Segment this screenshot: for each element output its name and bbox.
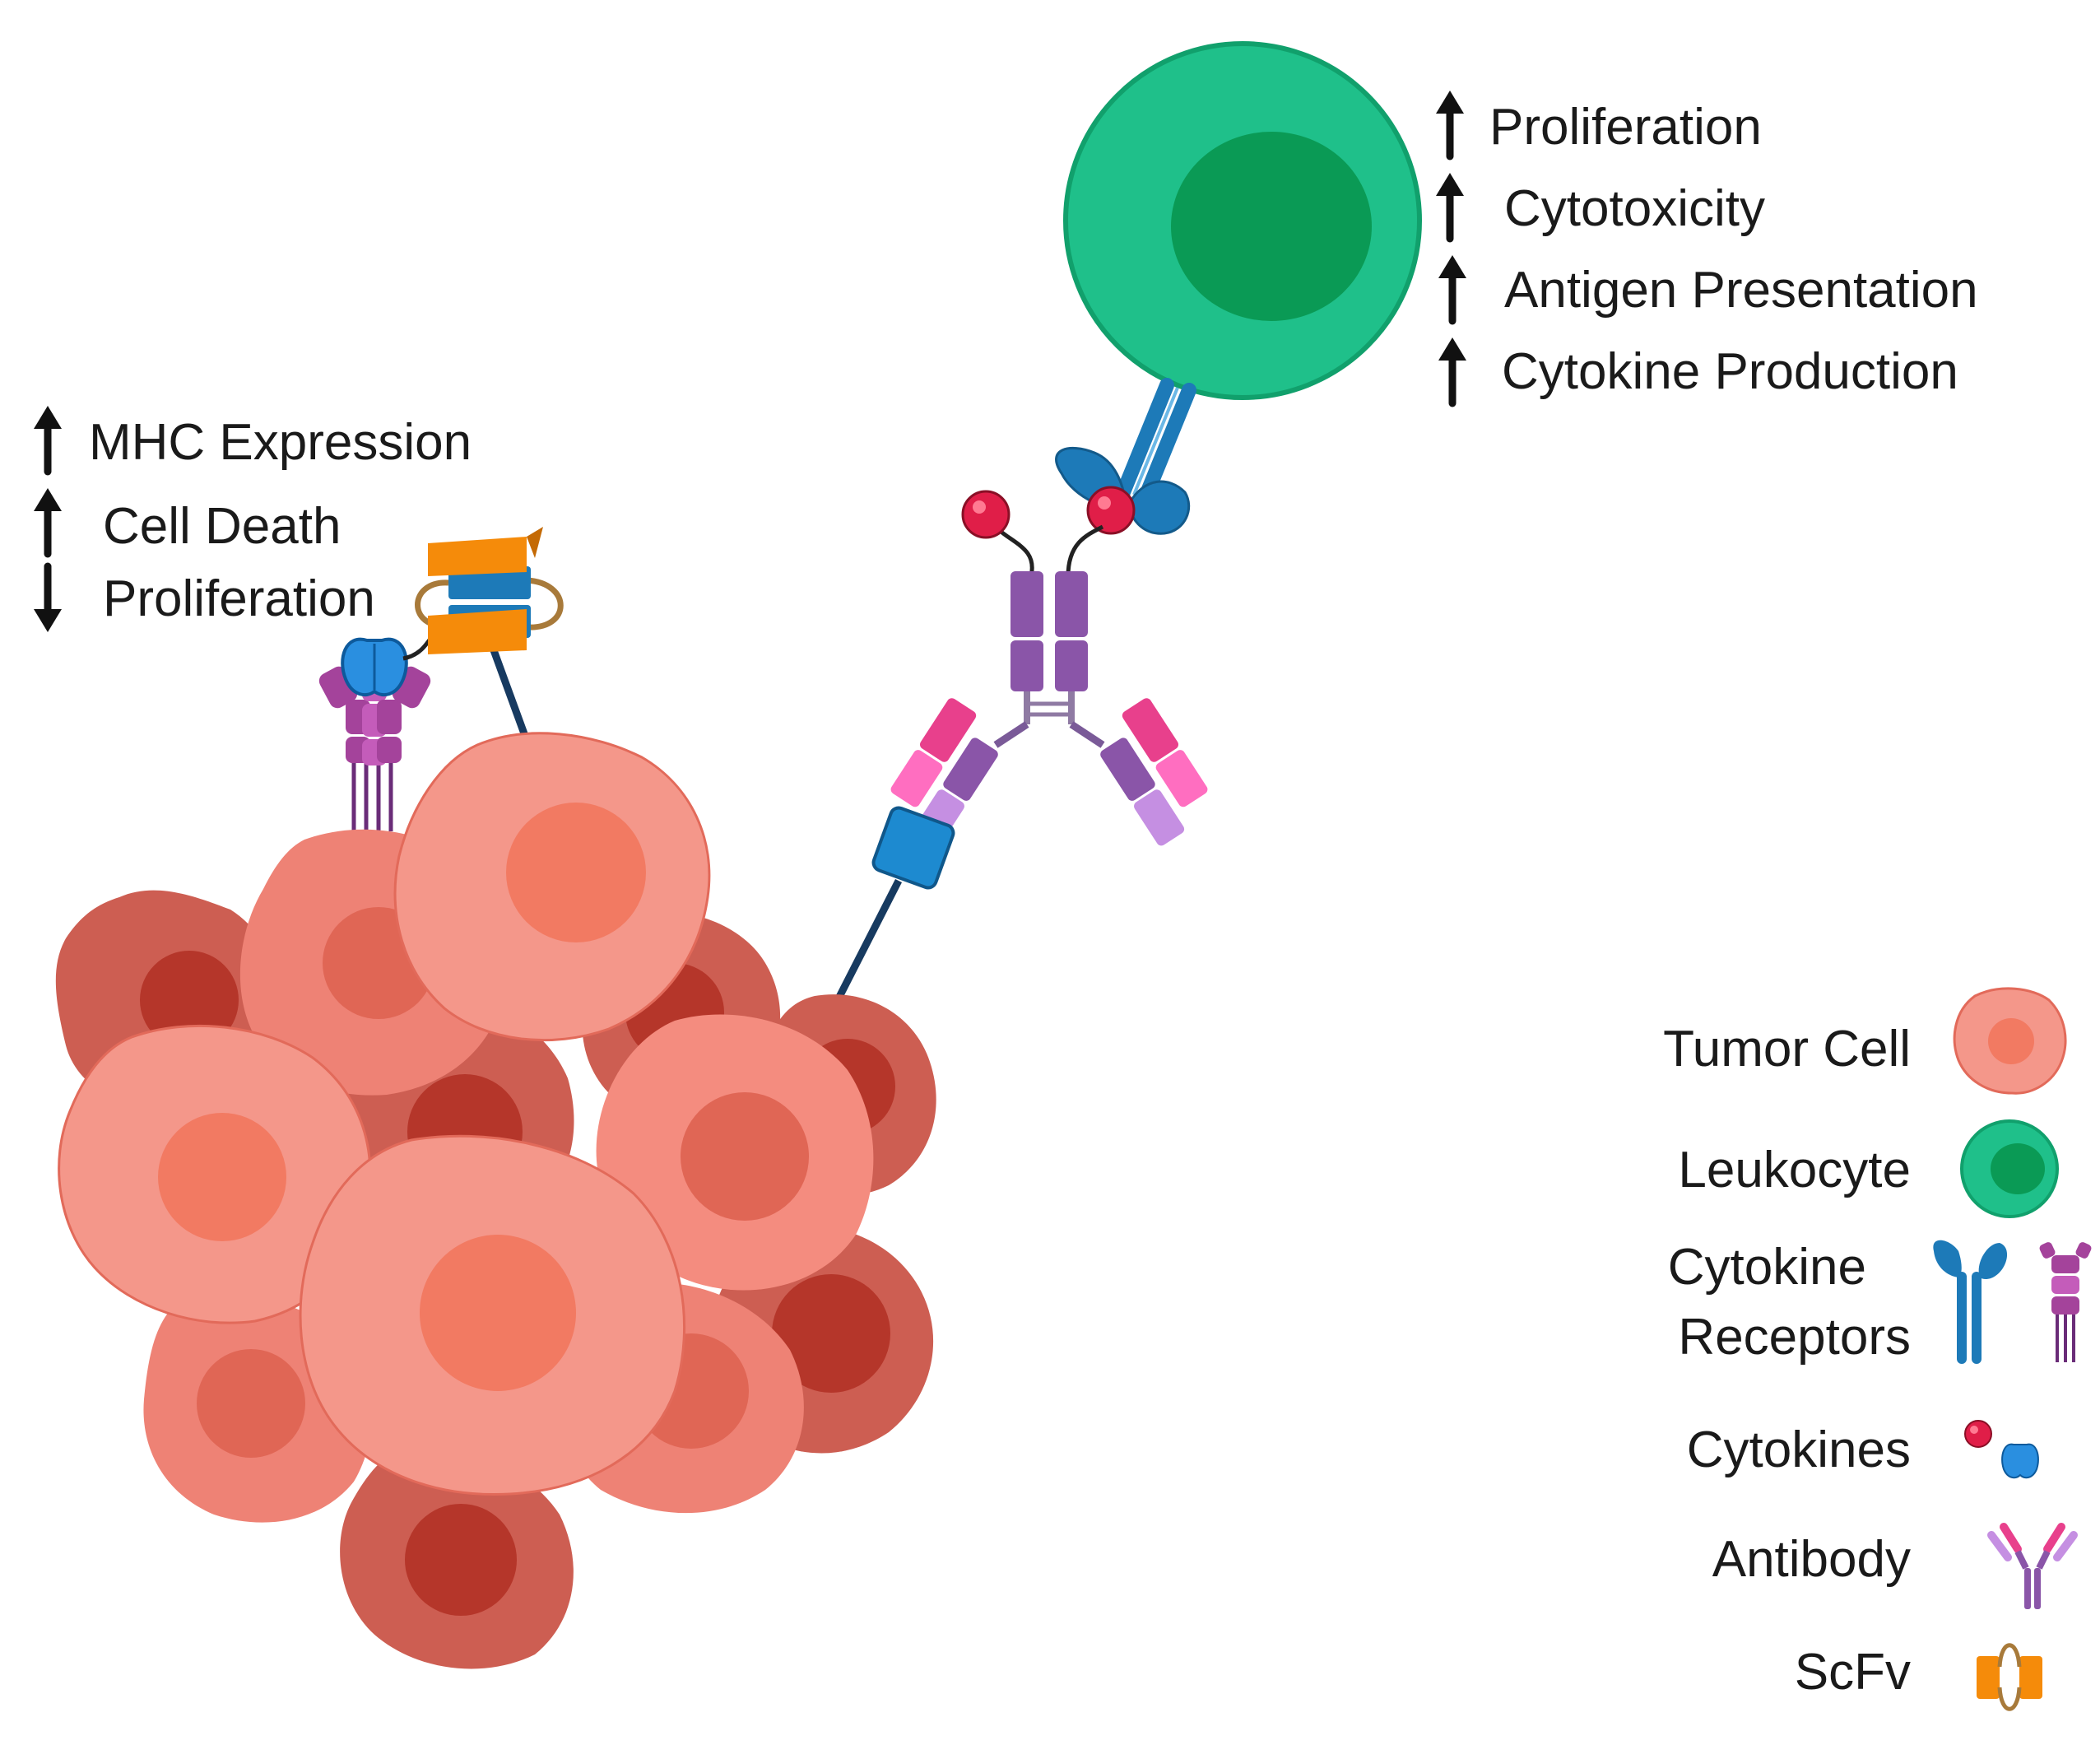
tumor-effects: MHC Expression Cell Death Proliferation: [34, 406, 472, 632]
antibody-fc-right-lower: [1055, 640, 1088, 691]
antibody-fc-right-upper: [1055, 571, 1088, 637]
legend-tumor-cell-label: Tumor Cell: [1663, 1021, 1911, 1077]
antibody-fusion: [834, 515, 1208, 1003]
leukocyte-effect-label: Cytokine Production: [1502, 343, 1958, 400]
tumor-cell-light: [58, 1024, 372, 1324]
arrow-up-icon: [1436, 91, 1464, 156]
tumor-effect-label: MHC Expression: [89, 414, 472, 471]
leukocyte-effects: Proliferation Cytotoxicity Antigen Prese…: [1436, 91, 1978, 403]
tumor-effect-label: Proliferation: [103, 570, 375, 627]
tumor-cell-dark: [340, 1447, 574, 1669]
tumor-cell-light: [299, 1134, 686, 1496]
legend-antibody-icon: [1987, 1523, 2078, 1609]
leukocyte-effect-label: Cytotoxicity: [1504, 180, 1765, 237]
legend-cytokines-icon: [1964, 1420, 2039, 1479]
tumor-cell-medium: [596, 1014, 874, 1291]
legend-scfv-icon: [1977, 1643, 2042, 1711]
scfv-fusion: [402, 527, 564, 747]
magenta-cytokine-receptor: [318, 637, 431, 831]
blue-cytokine-receptor: [1055, 378, 1196, 535]
leukocyte-effect-label: Antigen Presentation: [1504, 262, 1978, 319]
tumor-mass: [55, 732, 936, 1669]
legend-tumor-cell-icon: [1953, 987, 2067, 1095]
legend-cytokine-receptors-label-line2: Receptors: [1678, 1309, 1911, 1366]
cytokine-bound-leukocyte: [1086, 486, 1136, 535]
antibody-target-antigen: [871, 806, 955, 890]
arrow-down-icon: [34, 566, 62, 632]
legend-antibody-label: Antibody: [1712, 1531, 1911, 1588]
tumor-effect-label: Cell Death: [103, 498, 341, 555]
arrow-up-icon: [1436, 173, 1464, 239]
legend-leukocyte-icon: [1960, 1119, 2059, 1218]
arrow-up-icon: [34, 488, 62, 554]
legend-cytokines-label: Cytokines: [1687, 1422, 1911, 1478]
legend-magenta-receptor-icon: [2039, 1242, 2092, 1362]
legend-leukocyte-label: Leukocyte: [1678, 1142, 1911, 1198]
arrow-up-icon: [1438, 337, 1466, 403]
arrow-up-icon: [34, 406, 62, 472]
antigen-tether: [834, 878, 903, 1003]
arrow-up-icon: [1438, 255, 1466, 321]
leukocyte-effect-label: Proliferation: [1489, 99, 1762, 156]
leukocyte-nucleus: [1171, 132, 1372, 321]
antibody-fc-left-lower: [1011, 640, 1043, 691]
cytokine-on-antibody: [961, 490, 1011, 539]
tumor-cell-light: [393, 732, 711, 1042]
antibody-fc-left-upper: [1011, 571, 1043, 637]
legend-scfv-label: ScFv: [1795, 1644, 1911, 1701]
legend: Tumor Cell Leukocyte Cytokine Receptors: [1663, 987, 2092, 1711]
legend-cytokine-receptors-label-line1: Cytokine: [1668, 1239, 1866, 1296]
legend-blue-receptor-icon: [1933, 1240, 2008, 1364]
leukocyte: [1063, 41, 1422, 400]
